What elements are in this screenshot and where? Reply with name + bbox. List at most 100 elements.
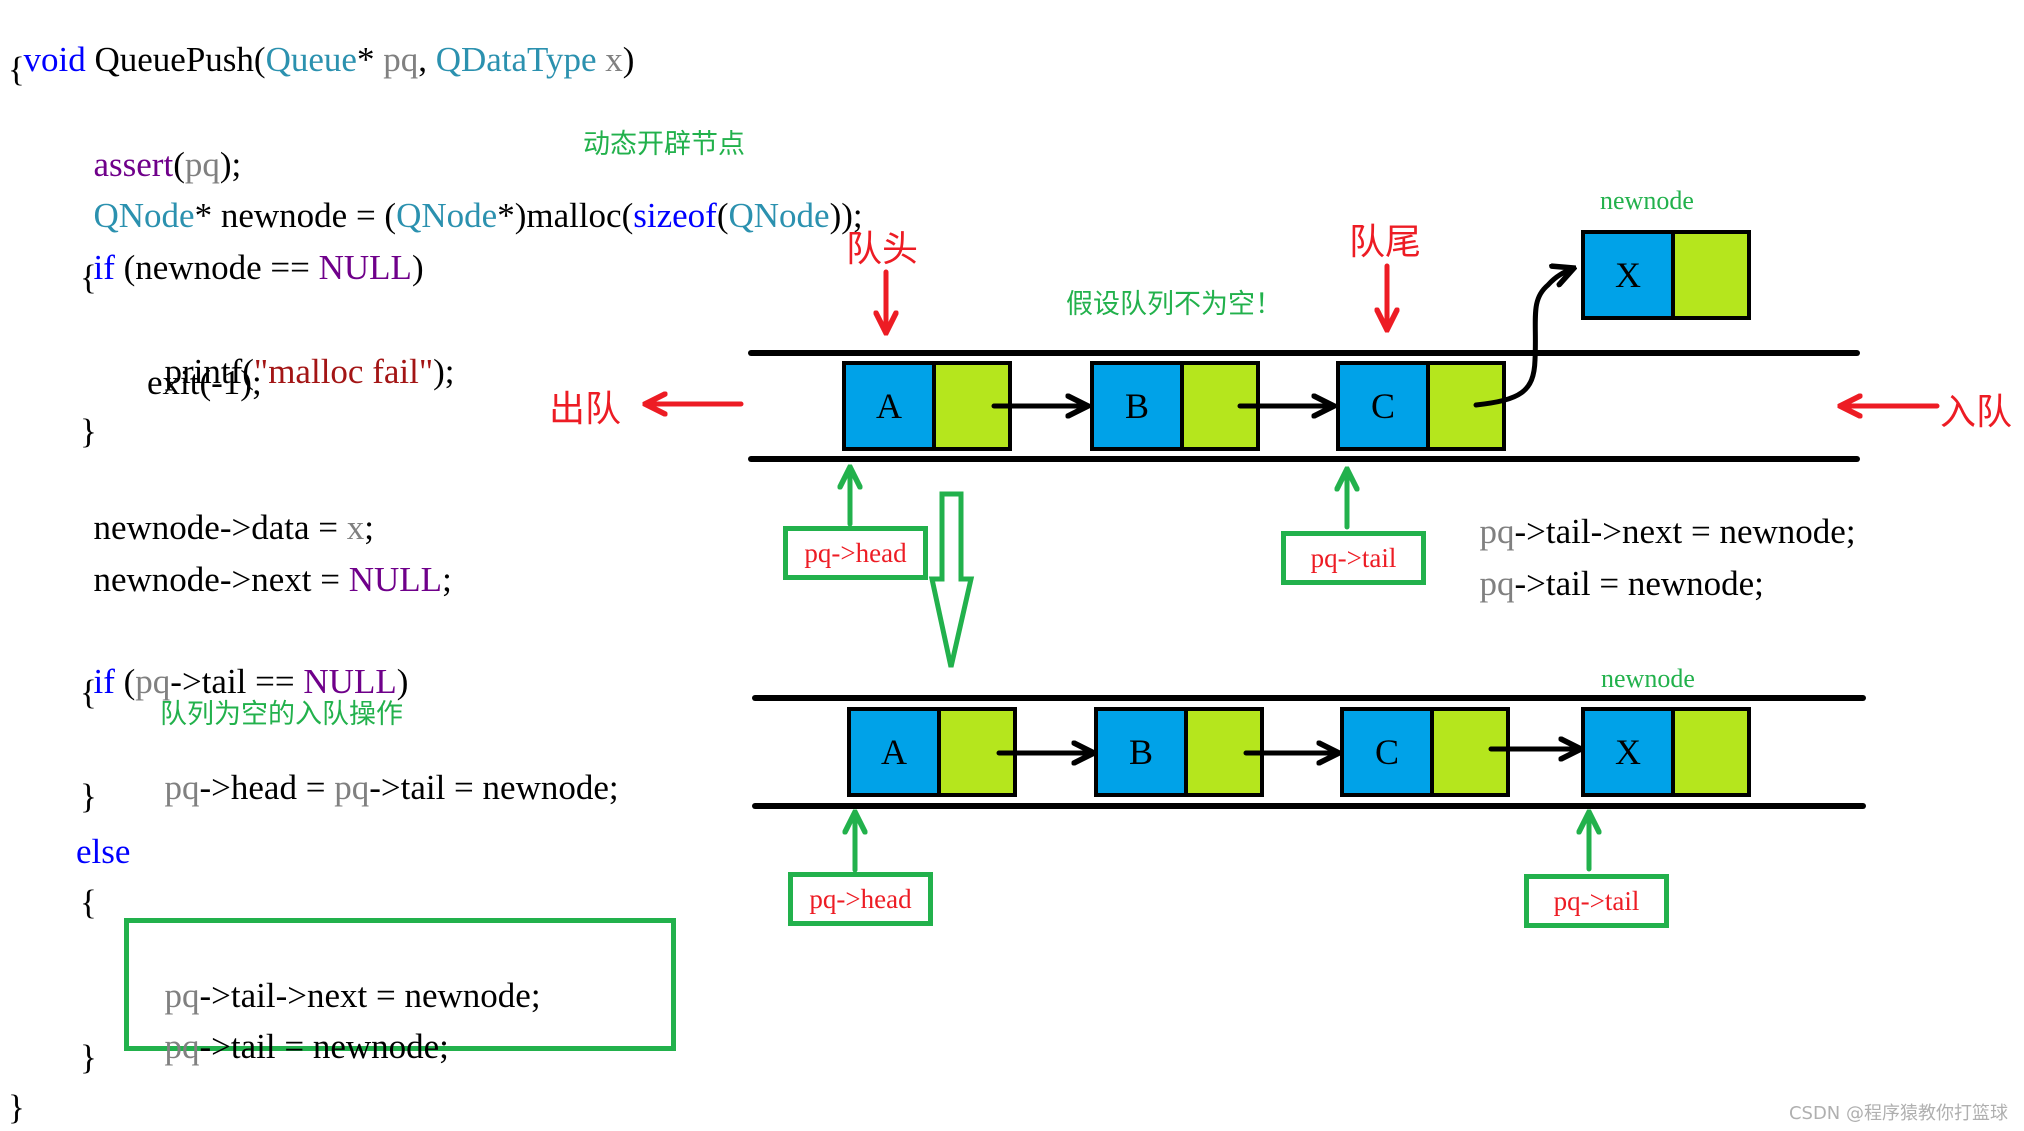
param-name: pq xyxy=(164,1027,200,1066)
node-value: X xyxy=(1615,255,1641,295)
code-text: ->tail = newnode; xyxy=(1514,564,1764,603)
code-line-malloc: QNode* newnode = (QNode*)malloc(sizeof(Q… xyxy=(76,156,863,236)
param-name: pq xyxy=(1479,512,1515,551)
function-name: printf( xyxy=(164,352,254,391)
code-text: ); xyxy=(219,145,242,184)
node-value: A xyxy=(876,386,902,426)
node-next-cell xyxy=(1430,707,1510,797)
macro-name: NULL xyxy=(303,662,397,701)
node-value: C xyxy=(1375,732,1399,772)
newnode-label-top: newnode xyxy=(1600,186,1694,215)
function-name: QueuePush( xyxy=(85,40,266,79)
queue-tail-label: 队尾 xyxy=(1349,222,1422,262)
bottom-node-x: X xyxy=(1581,707,1751,797)
code-text: * newnode = ( xyxy=(194,196,397,235)
param-name: pq xyxy=(164,768,200,807)
type-name: QNode xyxy=(396,196,498,235)
code-line-assert: assert(pq); xyxy=(76,105,242,185)
tail-pointer-box-top: pq->tail xyxy=(1281,531,1426,585)
tail-pointer-box-bottom: pq->tail xyxy=(1524,874,1669,928)
node-data-cell xyxy=(842,361,936,451)
top-new-node: X xyxy=(1581,230,1751,320)
code-line-inner-close: } xyxy=(80,412,97,451)
code-text: newnode->next = xyxy=(93,560,349,599)
bottom-node-a: A xyxy=(847,707,1017,797)
code-line-if-open: { xyxy=(80,673,97,712)
code-text: ->tail->next = newnode; xyxy=(1514,512,1856,551)
annotation-line-1: pq->tail->next = newnode; xyxy=(1462,472,1856,552)
keyword: if xyxy=(93,248,115,287)
code-text: , xyxy=(418,40,436,79)
param-name: pq xyxy=(383,40,419,79)
code-text: ; xyxy=(442,560,452,599)
code-text: ->tail->next = newnode; xyxy=(199,976,541,1015)
code-text: ; xyxy=(364,508,375,547)
type-name: Queue xyxy=(265,40,357,79)
bottom-node-c: C xyxy=(1340,707,1510,797)
code-text: newnode->data = xyxy=(93,508,347,547)
code-line-if-null: if (newnode == NULL) xyxy=(76,208,424,288)
code-line-printf: printf("malloc fail"); xyxy=(147,312,455,392)
node-data-cell xyxy=(1340,707,1434,797)
code-line-inner-open: { xyxy=(80,258,97,297)
type-name: QDataType xyxy=(435,40,597,79)
code-line-if-tail: if (pq->tail == NULL) xyxy=(76,622,409,702)
node-next-cell xyxy=(1671,230,1751,320)
keyword: if xyxy=(93,662,115,701)
code-text: ) xyxy=(411,248,424,287)
macro-name: NULL xyxy=(348,560,443,599)
code-line-else-2: pq->tail = newnode; xyxy=(147,987,449,1067)
enqueue-label: 入队 xyxy=(1940,392,2013,432)
node-value: A xyxy=(881,732,907,772)
keyword: sizeof xyxy=(633,196,717,235)
code-line-if-close: } xyxy=(80,777,97,816)
string-literal: "malloc fail" xyxy=(253,352,434,391)
keyword: void xyxy=(23,40,86,79)
node-value: B xyxy=(1125,386,1149,426)
node-value: X xyxy=(1615,732,1641,772)
annotation-line-2: pq->tail = newnode; xyxy=(1462,524,1764,604)
top-node-b: B xyxy=(1090,361,1260,451)
code-text: ->head = xyxy=(199,768,335,807)
param-name: pq xyxy=(334,768,370,807)
comment-assume-note: 假设队列不为空！ xyxy=(1066,289,1282,319)
head-pointer-box-bottom: pq->head xyxy=(788,872,933,926)
comment-malloc-note: 动态开辟节点 xyxy=(583,129,745,159)
node-data-cell xyxy=(1581,230,1675,320)
node-next-cell xyxy=(1671,707,1751,797)
type-name: QNode xyxy=(93,196,195,235)
top-node-c: C xyxy=(1336,361,1506,451)
watermark: CSDN @程序猿教你打篮球 xyxy=(1788,1103,2008,1124)
queue-head-label: 队头 xyxy=(846,229,919,269)
code-text: ->tail = newnode; xyxy=(369,768,619,807)
dequeue-label: 出队 xyxy=(549,389,622,429)
code-line-signature: void QueuePush(Queue* pq, QDataType x) xyxy=(6,0,635,80)
code-line-else-1: pq->tail->next = newnode; xyxy=(147,936,541,1016)
code-text: ( xyxy=(114,662,136,701)
code-text: )); xyxy=(829,196,863,235)
code-text: ) xyxy=(622,40,635,79)
node-data-cell xyxy=(847,707,941,797)
comment-empty-note: 队列为空的入队操作 xyxy=(160,699,403,729)
code-text: *)malloc( xyxy=(497,196,634,235)
code-text: ) xyxy=(396,662,409,701)
top-queue-nodes: A B C X xyxy=(842,230,1751,451)
newnode-label-bottom: newnode xyxy=(1601,664,1695,693)
code-line-empty-assign: pq->head = pq->tail = newnode; xyxy=(147,728,619,808)
code-line-else-open: { xyxy=(80,883,97,922)
code-line-assign-next: newnode->next = NULL; xyxy=(76,520,452,600)
code-text: ( xyxy=(173,145,185,184)
code-text: * xyxy=(356,40,384,79)
code-line-else: else xyxy=(76,832,131,871)
node-value: C xyxy=(1371,386,1395,426)
function-name: assert xyxy=(93,145,174,184)
code-text: (newnode == xyxy=(114,248,319,287)
param-name: pq xyxy=(184,145,220,184)
top-node-a: A xyxy=(842,361,1012,451)
bottom-node-b: B xyxy=(1094,707,1264,797)
code-line-open-brace: { xyxy=(8,50,25,89)
highlight-box xyxy=(124,918,676,1051)
param-name: pq xyxy=(164,976,200,1015)
